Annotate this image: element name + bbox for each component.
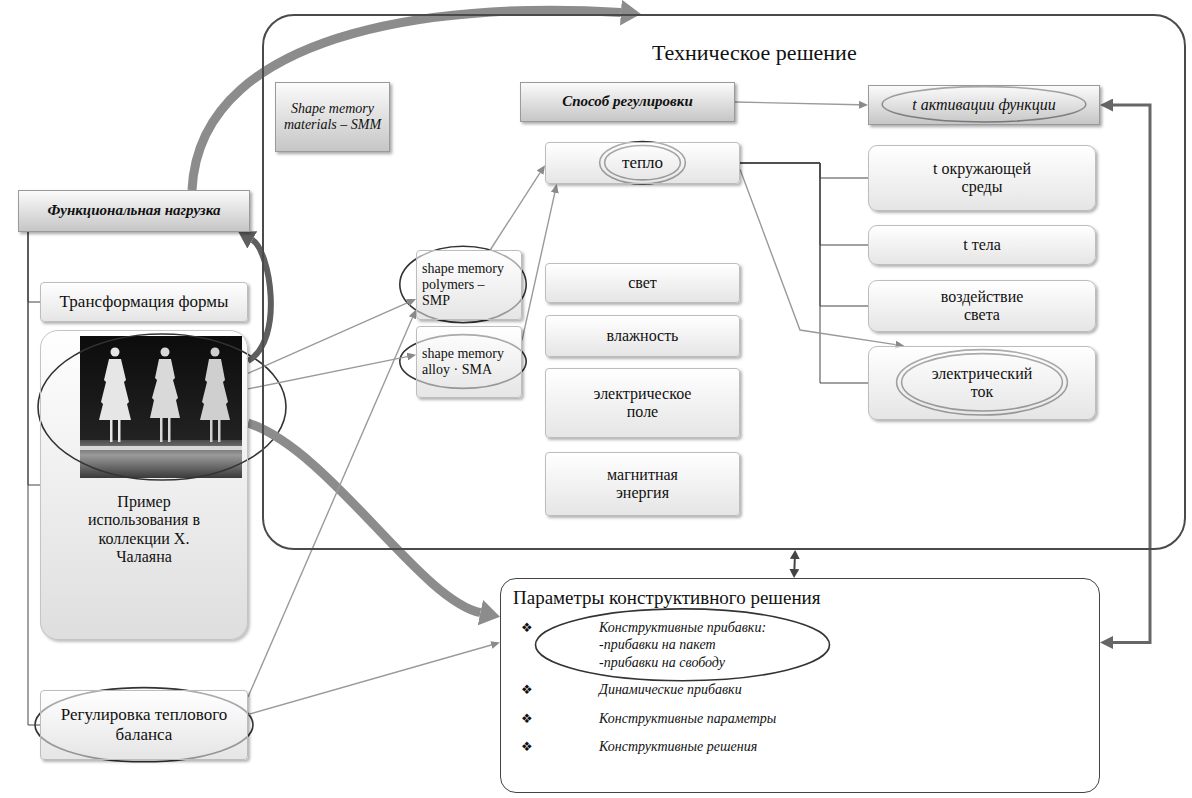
connector-arrow (735, 102, 859, 105)
stimulus-box: влажность (545, 315, 740, 357)
source-box: электрический ток (868, 346, 1096, 420)
highlight-ellipse (35, 688, 253, 762)
model-figure (99, 348, 131, 443)
figure-leg (210, 420, 213, 442)
source-box: t тела (868, 225, 1096, 265)
category-box: Функциональная нагрузка (18, 190, 250, 232)
node-label: Регулировка теплового баланса (49, 705, 239, 744)
connector-arrow (248, 423, 480, 613)
bullet-text: Конструктивные параметры (599, 710, 776, 728)
runway-photo (80, 336, 242, 478)
figure-leg (168, 418, 171, 442)
model-figure (150, 348, 180, 443)
node-label: электрический ток (925, 365, 1039, 402)
connector-arrow (248, 318, 412, 697)
bullet-row: ❖Конструктивные параметры (521, 710, 1087, 728)
node-label: свет (628, 274, 657, 292)
material-box: shape memory alloy · SMA (416, 326, 522, 398)
node-label: магнитная энергия (586, 466, 699, 503)
stimulus-box: свет (545, 263, 740, 303)
stimulus-box: магнитная энергия (545, 452, 740, 516)
node-label: t активации функции (912, 96, 1055, 114)
node-label: тепло (622, 153, 663, 173)
photo-background (80, 336, 242, 478)
bullet-symbol: ❖ (521, 738, 599, 756)
highlight-ellipse (38, 334, 286, 480)
node-label: Shape memory materials – SMM (280, 101, 385, 133)
connector-arrow (1113, 105, 1150, 643)
category-box: Способ регулировки (520, 82, 735, 122)
category-box: t активации функции (868, 85, 1100, 125)
node-label: shape memory alloy · SMA (422, 346, 516, 378)
bullet-text: Динамические прибавки (599, 681, 742, 699)
box-heading: Параметры конструктивного решения (513, 587, 820, 609)
stimulus-box: тепло (545, 142, 740, 184)
node-label: влажность (607, 327, 679, 345)
figure-dress (150, 359, 180, 418)
runway-edge (80, 446, 242, 450)
bullet-row: ❖Конструктивные решения (521, 738, 1087, 756)
connector-arrow (490, 173, 540, 250)
node-label: Пример использования в коллекции Х. Чала… (71, 493, 217, 567)
material-box: shape memory polymers – SMP (416, 250, 522, 320)
parameters-box: Параметры конструктивного решения❖Констр… (500, 578, 1100, 793)
node-label: воздействие света (925, 288, 1039, 325)
bracket-line (740, 163, 868, 245)
photo-box-fill (40, 330, 248, 640)
bracket-line (740, 163, 868, 383)
bracket-line (28, 232, 40, 302)
node-label: t окружающей среды (925, 160, 1039, 197)
figure-head (161, 348, 170, 357)
bracket-line (28, 232, 40, 485)
connector-arrow (248, 645, 491, 715)
stimulus-box: электрическое поле (545, 368, 740, 438)
group-frame: Техническое решениеShape memory material… (262, 14, 1186, 550)
figure-head (111, 348, 120, 357)
figure-leg (110, 420, 113, 442)
figure-head (211, 348, 220, 357)
node-label: Техническое решение (652, 40, 857, 65)
bullet-symbol: ❖ (521, 681, 599, 699)
node-label: Трансформация формы (60, 292, 229, 312)
figure-leg (160, 418, 163, 442)
bullet-text: Конструктивные решения (599, 738, 757, 756)
node-label: shape memory polymers – SMP (422, 261, 516, 309)
figure-leg (218, 420, 221, 442)
connector-arrow (248, 303, 408, 374)
connector-arrow (793, 559, 795, 569)
bracket-line (740, 163, 868, 306)
source-box: воздействие света (868, 280, 1096, 332)
connector-arrow (248, 240, 271, 361)
photo-box: Пример использования в коллекции Х. Чала… (40, 330, 248, 640)
process-box: Регулировка теплового баланса (40, 690, 248, 760)
category-box: Shape memory materials – SMM (275, 82, 390, 152)
node-label: Способ регулировки (562, 93, 693, 110)
bullet-symbol: ❖ (521, 710, 599, 728)
bullet-symbol: ❖ (521, 619, 599, 637)
bracket-line (740, 163, 868, 178)
figure-dress (200, 359, 230, 420)
bullet-text: Конструктивные прибавки: -прибавки на па… (599, 619, 771, 672)
highlight-ellipse (400, 246, 526, 322)
node-label: Функциональная нагрузка (48, 202, 221, 219)
bracket-line (28, 232, 40, 725)
highlight-ellipse (536, 609, 830, 681)
node-label: t тела (963, 236, 1001, 254)
figure-dress (99, 359, 131, 420)
bullet-row: ❖Динамические прибавки (521, 681, 1087, 699)
source-box: t окружающей среды (868, 145, 1096, 211)
model-figure (200, 348, 230, 443)
node-label: электрическое поле (586, 385, 699, 422)
bullet-row: ❖Конструктивные прибавки: -прибавки на п… (521, 619, 1087, 672)
figure-leg (118, 420, 121, 442)
process-box: Трансформация формы (40, 282, 248, 322)
